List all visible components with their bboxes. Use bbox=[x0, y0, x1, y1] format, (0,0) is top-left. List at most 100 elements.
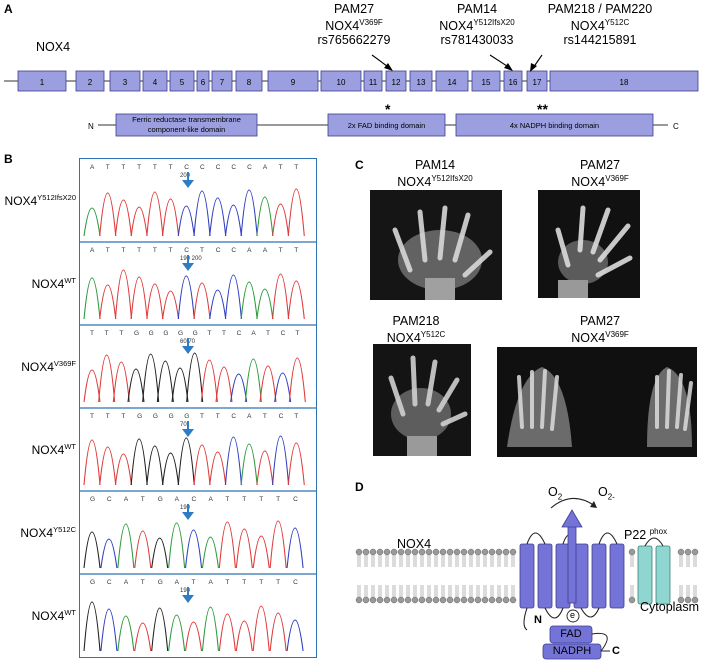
base-call: T bbox=[106, 247, 110, 254]
base-call: T bbox=[279, 164, 283, 171]
nox4-membrane-label: NOX4 bbox=[397, 537, 432, 551]
base-call: C bbox=[216, 247, 221, 254]
exon-box bbox=[142, 70, 168, 92]
base-call: T bbox=[90, 330, 94, 337]
lipid-bilayer-top bbox=[355, 548, 699, 567]
p22phox-label: P22 phox bbox=[624, 527, 668, 543]
trace-peak bbox=[256, 288, 274, 320]
base-call: G bbox=[90, 496, 95, 503]
trace-peak bbox=[99, 192, 117, 237]
base-call: T bbox=[259, 579, 263, 586]
trace-peak bbox=[177, 275, 195, 320]
trace-peak bbox=[224, 274, 242, 320]
base-call: T bbox=[207, 330, 211, 337]
trace-peak bbox=[286, 619, 304, 652]
trace-peak bbox=[99, 446, 117, 486]
electron-arrowhead bbox=[561, 509, 583, 528]
superoxide-label: O2- bbox=[598, 485, 615, 502]
n-terminus-label: N bbox=[534, 614, 542, 626]
trace-peak bbox=[114, 199, 132, 237]
base-call: G bbox=[158, 579, 163, 586]
trace-peak bbox=[146, 191, 164, 237]
base-call: A bbox=[90, 164, 95, 171]
base-call: C bbox=[200, 164, 205, 171]
base-call: C bbox=[184, 164, 189, 171]
trace-peak bbox=[100, 608, 118, 652]
exon-number: 15 bbox=[482, 78, 491, 87]
trace-peak bbox=[83, 277, 101, 320]
base-call: T bbox=[137, 247, 141, 254]
exon-number: 11 bbox=[369, 78, 378, 87]
exon-number: 18 bbox=[620, 78, 629, 87]
trace-peak bbox=[272, 273, 290, 320]
exon-number: 3 bbox=[123, 78, 128, 87]
trace-label: NOX4WT bbox=[31, 275, 76, 291]
trace-peak bbox=[209, 451, 227, 486]
trace-peak bbox=[168, 614, 186, 652]
trace-peak bbox=[151, 537, 169, 569]
base-call: G bbox=[158, 496, 163, 503]
fad-box bbox=[549, 625, 593, 644]
base-call: T bbox=[90, 413, 94, 420]
exon-box bbox=[196, 70, 210, 92]
base-call: T bbox=[137, 164, 141, 171]
trace-peak bbox=[162, 452, 180, 486]
exon-number: 9 bbox=[291, 78, 296, 87]
base-call: C bbox=[184, 247, 189, 254]
c-terminus-label: C bbox=[612, 645, 620, 657]
base-call: T bbox=[242, 579, 246, 586]
base-position: 190 bbox=[180, 588, 191, 594]
exon-number: 7 bbox=[220, 78, 225, 87]
trace-peak bbox=[240, 443, 258, 486]
gene-label: NOX4 bbox=[36, 40, 71, 54]
arrowhead-pam218 bbox=[530, 63, 537, 72]
trace-peak bbox=[286, 527, 304, 569]
base-call: G bbox=[193, 330, 198, 337]
trace-peak bbox=[184, 529, 203, 569]
base-call: A bbox=[124, 579, 129, 586]
trace-peak bbox=[83, 439, 101, 486]
trace-peak bbox=[83, 369, 101, 403]
domain-nadph-label: 4x NADPH binding domain bbox=[509, 121, 600, 130]
base-call: T bbox=[225, 579, 229, 586]
trace-peak bbox=[269, 520, 287, 569]
xray-label-pam14: PAM14 NOX4Y512IfsX20 bbox=[397, 158, 473, 190]
exon-box bbox=[211, 70, 233, 92]
base-call: G bbox=[184, 413, 189, 420]
trace-peak bbox=[252, 535, 270, 569]
panel-a-label: A bbox=[4, 2, 13, 16]
xray-hand-pam218 bbox=[373, 344, 471, 456]
electron-icon bbox=[566, 609, 580, 623]
base-call: A bbox=[251, 330, 256, 337]
trace-peak bbox=[252, 605, 270, 652]
trace-peak bbox=[193, 190, 211, 237]
base-call: T bbox=[169, 164, 173, 171]
base-call: C bbox=[192, 496, 197, 503]
base-call: T bbox=[119, 330, 123, 337]
xray-hand-pam14 bbox=[370, 190, 502, 300]
trace-peak bbox=[235, 528, 253, 569]
exon-box bbox=[526, 70, 548, 92]
trace-peak bbox=[230, 373, 248, 403]
domain-fad-label: 2x FAD binding domain bbox=[347, 121, 426, 130]
trace-peak bbox=[156, 360, 174, 403]
trace-peak bbox=[224, 204, 242, 237]
nox4-helices bbox=[519, 543, 625, 609]
trace-peak bbox=[244, 358, 262, 403]
variant-label-pam14: PAM14 NOX4Y512IfsX20 rs781430033 bbox=[439, 2, 515, 48]
base-call: T bbox=[141, 579, 145, 586]
base-call: T bbox=[200, 413, 204, 420]
trace-peak bbox=[272, 203, 290, 237]
electron-channel bbox=[567, 524, 577, 604]
trace-peak bbox=[146, 283, 164, 320]
trace-peak bbox=[201, 606, 220, 652]
trace-peak bbox=[100, 538, 118, 569]
exon-number: 5 bbox=[180, 78, 185, 87]
domain-ferric-label: Ferric reductase transmembrane component… bbox=[132, 115, 241, 134]
variant-label-pam27: PAM27 NOX4V369F rs765662279 bbox=[317, 2, 391, 48]
membrane-diagram bbox=[355, 497, 699, 660]
exon-box bbox=[549, 70, 699, 92]
trace-peak bbox=[177, 437, 195, 486]
base-call: A bbox=[90, 247, 95, 254]
